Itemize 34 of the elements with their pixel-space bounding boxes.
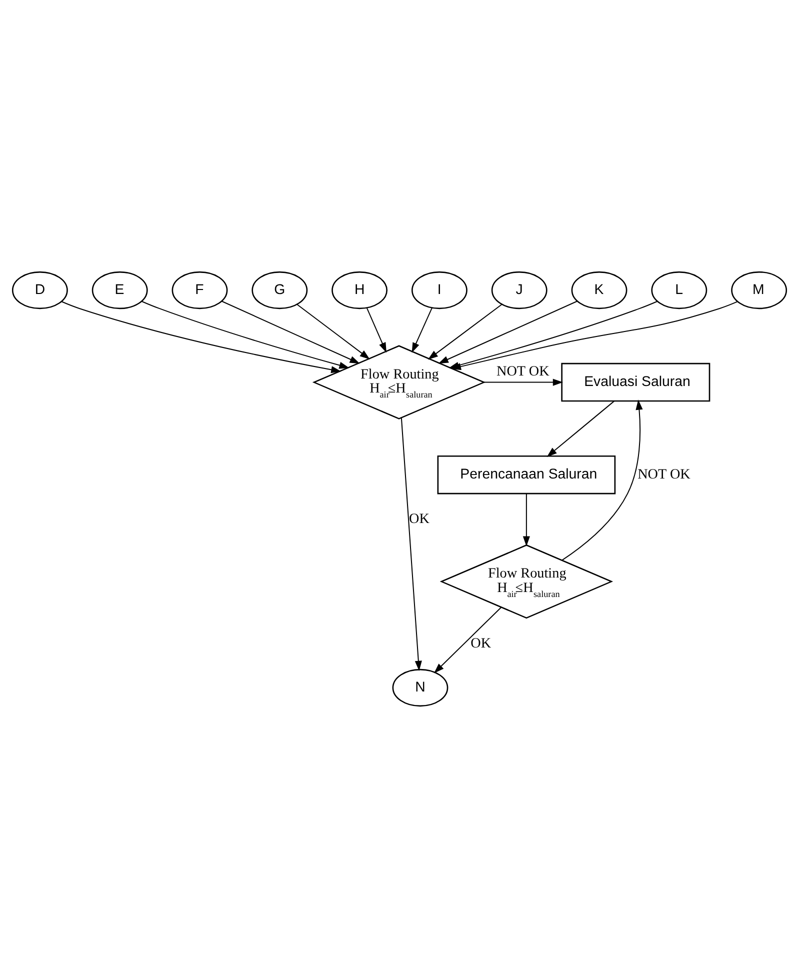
node-diamond: Flow Routing H$_{air}$≤H$_{saluran}$	[312, 344, 486, 419]
node-box: Evaluasi Saluran	[561, 362, 710, 402]
node-ellipse: I	[411, 270, 468, 309]
node-ellipse: K	[571, 270, 628, 309]
node-ellipse: L	[651, 270, 708, 309]
arrow	[522, 493, 530, 546]
arrow	[546, 400, 614, 456]
arrow	[222, 300, 360, 364]
arrow	[562, 399, 643, 560]
arrow	[142, 300, 350, 368]
arrow	[62, 300, 342, 373]
node-ellipse: E	[92, 270, 148, 309]
arrow	[366, 308, 386, 352]
edge-label: NOT OK	[638, 466, 690, 482]
node-ellipse: D	[12, 270, 68, 309]
node-box: Perencanaan Saluran	[437, 454, 616, 494]
arrow	[296, 303, 370, 359]
arrow	[484, 378, 564, 386]
arrow	[428, 303, 502, 360]
edge-label: NOT OK	[496, 362, 550, 379]
node-ellipse: F	[172, 270, 228, 309]
node-ellipse: J	[491, 270, 548, 309]
arrow	[438, 300, 578, 364]
edge-label: OK	[470, 634, 492, 651]
node-diamond: Flow Routing H$_{air}$≤H$_{saluran}$	[440, 544, 614, 618]
node-ellipse: H	[332, 270, 388, 309]
node-ellipse: N	[392, 668, 448, 706]
node-ellipse: G	[252, 270, 308, 309]
arrow	[450, 300, 738, 370]
arrow	[412, 307, 432, 352]
arrow	[400, 417, 422, 670]
edge-label: OK	[408, 510, 430, 527]
arrow	[434, 606, 502, 673]
node-ellipse: M	[731, 270, 788, 309]
